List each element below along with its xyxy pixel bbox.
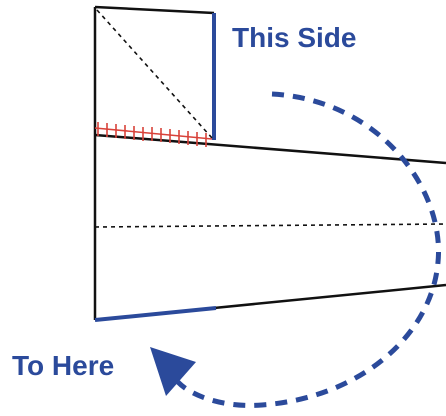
this-side-label: This Side bbox=[232, 22, 357, 53]
glue-hatch-marks bbox=[94, 122, 213, 147]
fold-direction-arrow-head bbox=[150, 347, 196, 396]
to-here-label: To Here bbox=[12, 350, 115, 381]
body-bottom-edge bbox=[213, 283, 446, 310]
flap-top-edge bbox=[94, 5, 215, 15]
flap-diagonal-fold-line bbox=[96, 9, 213, 139]
body-top-edge bbox=[94, 133, 446, 165]
body-center-fold-line bbox=[94, 223, 446, 228]
fold-direction-arrow-curve bbox=[176, 91, 442, 408]
body-bottom-edge-to-here bbox=[94, 306, 217, 322]
